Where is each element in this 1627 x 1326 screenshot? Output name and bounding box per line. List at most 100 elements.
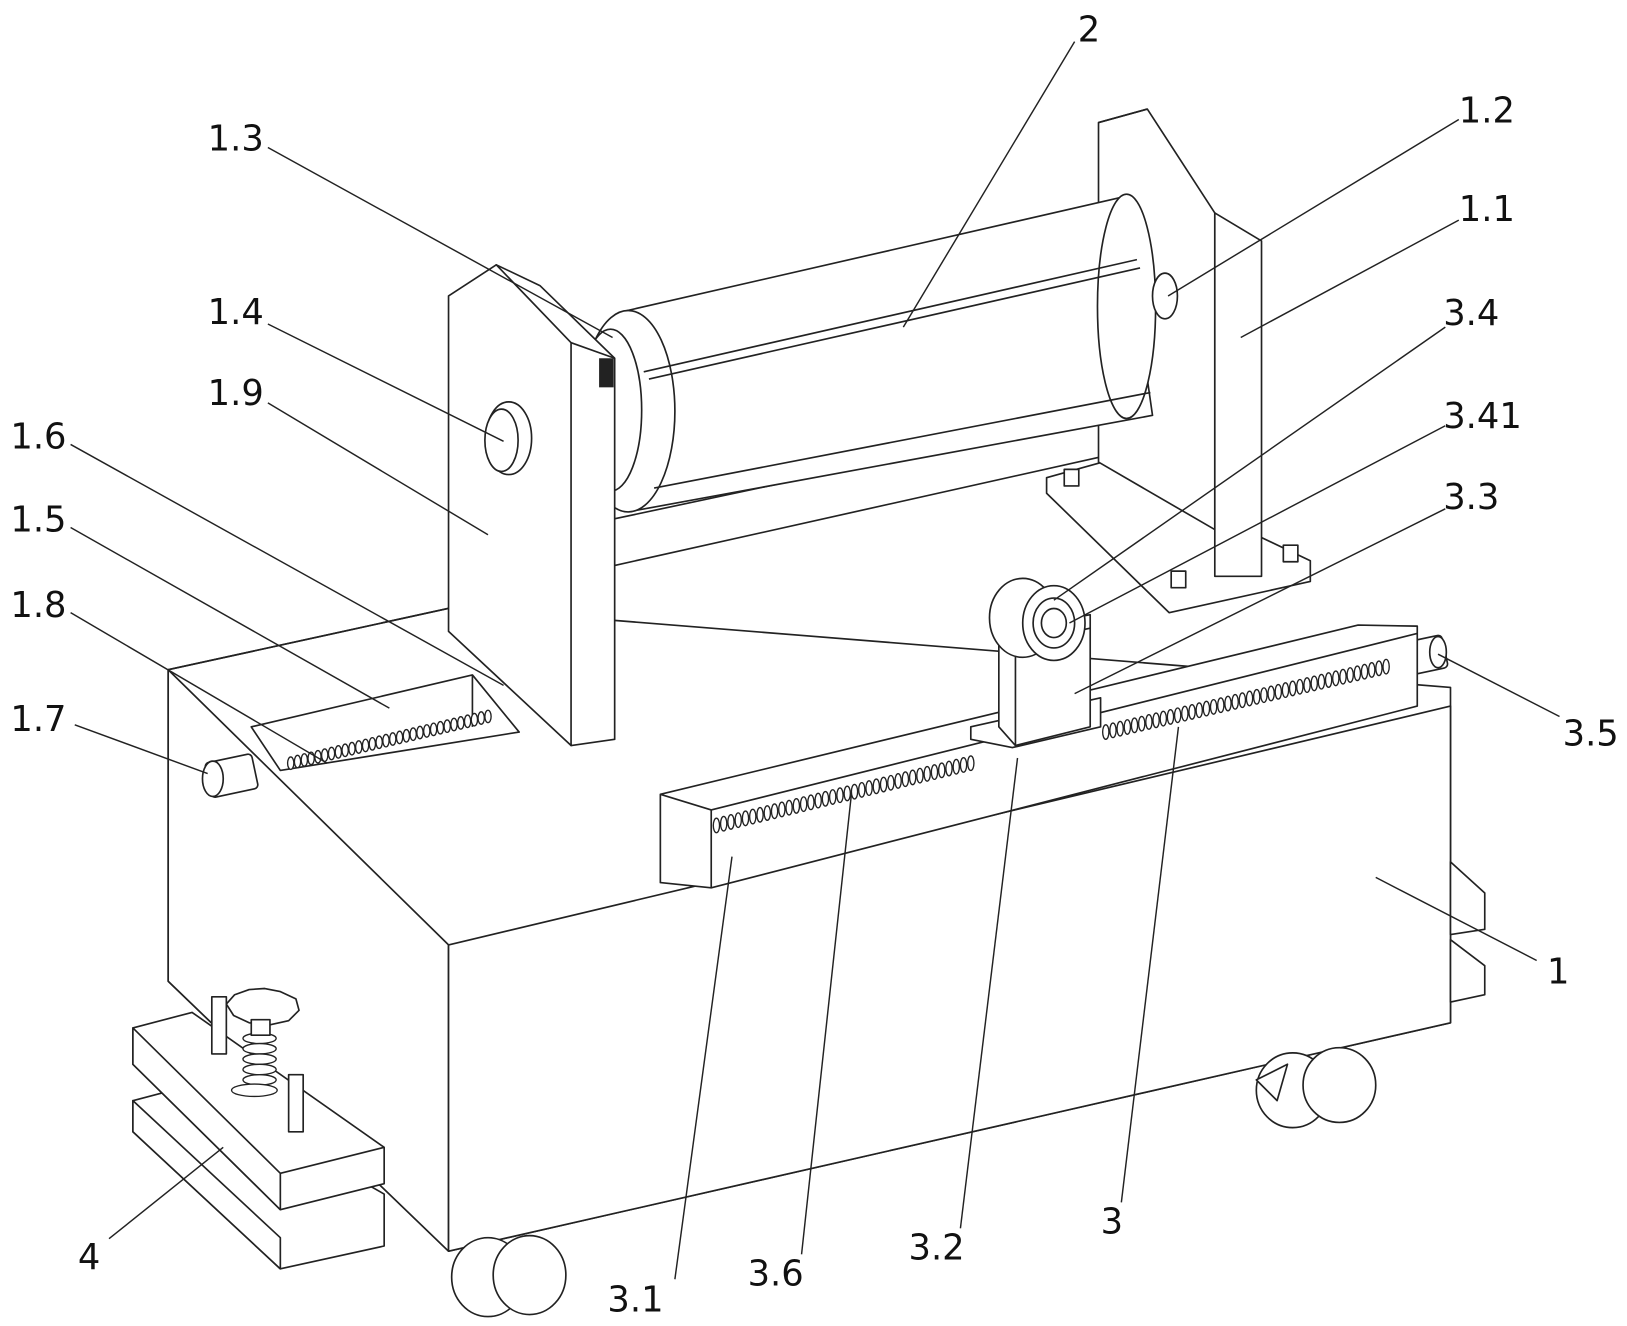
label-1-9: 1.9 <box>208 373 264 414</box>
screw-thread <box>288 757 294 769</box>
screw-thread <box>1175 708 1181 723</box>
screw-thread <box>801 797 807 812</box>
screw-thread <box>424 725 430 737</box>
screw-thread <box>939 763 945 778</box>
screw-thread <box>356 741 362 753</box>
screw-thread <box>1311 676 1317 691</box>
screw-thread <box>1139 716 1145 731</box>
screw-thread <box>417 726 423 738</box>
label-1-1: 1.1 <box>1459 189 1515 230</box>
screw-thread <box>822 792 828 807</box>
screw-thread <box>1153 713 1159 728</box>
screw-thread <box>1218 698 1224 713</box>
screw-thread <box>1290 681 1296 696</box>
screw-thread <box>953 759 959 774</box>
screw-thread <box>376 736 382 748</box>
screw-thread <box>1282 683 1288 698</box>
label-1-2: 1.2 <box>1459 91 1515 132</box>
screw-thread <box>1124 720 1130 735</box>
label-3-6: 3.6 <box>748 1253 804 1294</box>
screw-thread <box>328 747 334 759</box>
label-3-3: 3.3 <box>1443 477 1499 518</box>
screw-thread <box>294 755 300 767</box>
screw-thread <box>478 712 484 724</box>
screw-thread <box>808 795 814 810</box>
label-1: 1 <box>1547 951 1569 992</box>
screw-thread <box>1203 701 1209 716</box>
screw-thread <box>1376 661 1382 676</box>
screw-thread <box>721 816 727 831</box>
screw-thread <box>1325 673 1331 688</box>
label-2: 2 <box>1078 10 1100 51</box>
screw-thread <box>931 765 937 780</box>
screw-thread <box>458 717 464 729</box>
screw-thread <box>1146 715 1152 730</box>
screw-thread <box>349 742 355 754</box>
screw-thread <box>322 749 328 761</box>
screw-thread <box>396 731 402 743</box>
screw-thread <box>335 746 341 758</box>
screw-thread <box>1261 688 1267 703</box>
screw-thread <box>301 754 307 766</box>
screw-thread <box>1103 725 1109 740</box>
label-1-8: 1.8 <box>10 585 66 626</box>
screw-thread <box>369 738 375 750</box>
screw-thread <box>1210 700 1216 715</box>
screw-thread <box>779 802 785 817</box>
screw-thread <box>1369 663 1375 678</box>
screw-thread <box>844 786 850 801</box>
label-1-7: 1.7 <box>10 699 66 740</box>
screw-thread <box>728 815 734 830</box>
screw-thread <box>917 768 923 783</box>
screw-thread <box>837 788 843 803</box>
screw-thread <box>362 739 368 751</box>
screw-thread <box>1254 690 1260 705</box>
screw-thread <box>815 793 821 808</box>
screw-thread <box>713 818 719 833</box>
screw-thread <box>437 722 443 734</box>
label-3-1: 3.1 <box>607 1279 663 1320</box>
screw-thread <box>866 781 872 796</box>
screw-thread <box>471 713 477 725</box>
screw-thread <box>786 800 792 815</box>
screw-thread <box>1340 669 1346 684</box>
screw-thread <box>485 710 491 722</box>
screw-thread <box>1182 706 1188 721</box>
screw-thread <box>910 770 916 785</box>
screw-thread <box>735 813 741 828</box>
screw-thread <box>1383 659 1389 674</box>
screw-thread <box>444 720 450 732</box>
screw-thread <box>1232 695 1238 710</box>
screw-thread <box>968 756 974 771</box>
screw-thread <box>895 774 901 789</box>
screw-thread <box>1304 678 1310 693</box>
screw-thread <box>742 811 748 826</box>
label-1-4: 1.4 <box>208 292 264 333</box>
screw-thread <box>771 804 777 819</box>
screw-thread <box>1117 721 1123 736</box>
screw-thread <box>1189 705 1195 720</box>
screw-thread <box>1196 703 1202 718</box>
screw-thread <box>1268 686 1274 701</box>
label-3-5: 3.5 <box>1563 714 1619 755</box>
screw-thread <box>1246 691 1252 706</box>
screw-thread <box>1110 723 1116 738</box>
screw-thread <box>1354 666 1360 681</box>
screw-thread <box>946 761 952 776</box>
label-3-2: 3.2 <box>909 1227 965 1268</box>
screw-thread <box>1131 718 1137 733</box>
label-1-3: 1.3 <box>208 119 264 160</box>
screw-thread <box>1347 668 1353 683</box>
screw-thread <box>1167 710 1173 725</box>
screw-thread <box>451 718 457 730</box>
screw-thread <box>880 777 886 792</box>
screw-thread <box>851 784 857 799</box>
screw-thread <box>1318 674 1324 689</box>
screw-thread <box>390 733 396 745</box>
label-1-6: 1.6 <box>10 417 66 458</box>
screw-thread <box>410 728 416 740</box>
label-3-41: 3.41 <box>1443 396 1522 437</box>
screw-thread <box>430 723 436 735</box>
